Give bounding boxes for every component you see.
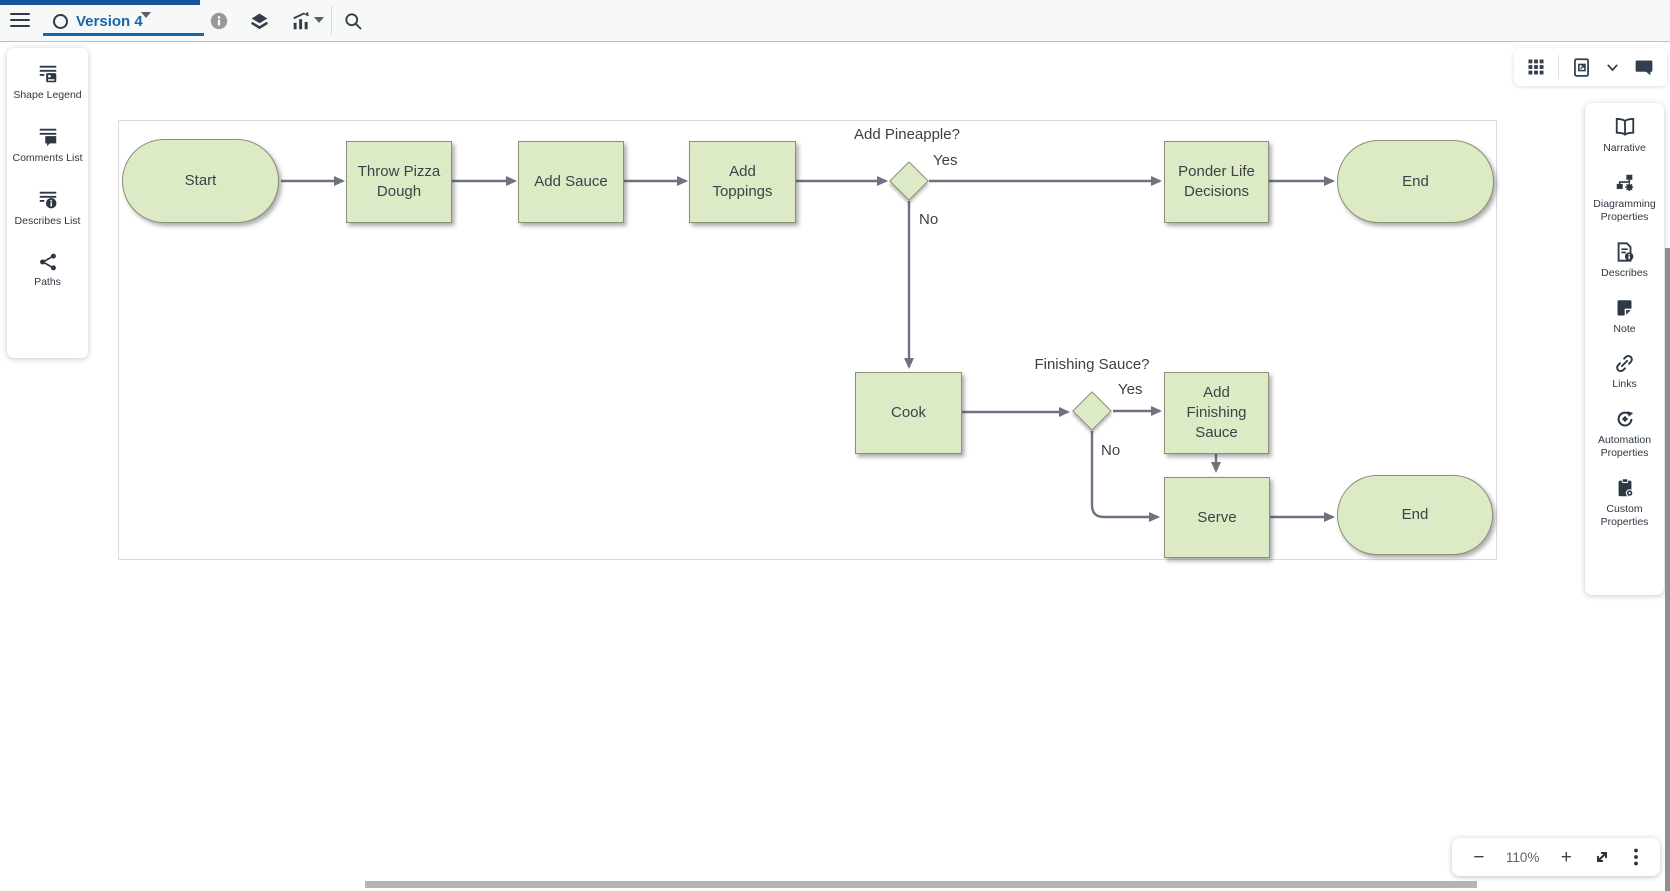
- hamburger-menu-icon[interactable]: [10, 13, 30, 28]
- node-add-toppings[interactable]: Add Toppings: [689, 141, 796, 223]
- clipboard-gear-icon: [1614, 477, 1636, 499]
- file-info-icon: [1614, 241, 1636, 263]
- zoom-out-button[interactable]: −: [1473, 846, 1485, 868]
- diagram-canvas[interactable]: [118, 120, 1497, 560]
- links-label: Links: [1612, 377, 1637, 390]
- toolbar-divider: [331, 6, 332, 35]
- node-end-top[interactable]: End: [1337, 140, 1494, 223]
- edge-label-pineapple-no: No: [919, 211, 939, 228]
- chevron-down-icon[interactable]: [1604, 59, 1621, 76]
- node-add-sauce[interactable]: Add Sauce: [518, 141, 624, 223]
- left-tools-panel: Shape Legend Comments List Describes Lis…: [7, 48, 88, 358]
- node-serve[interactable]: Serve: [1164, 477, 1270, 558]
- topright-toolbar: [1514, 48, 1667, 86]
- node-throw-pizza-dough[interactable]: Throw Pizza Dough: [346, 141, 452, 223]
- fit-screen-icon[interactable]: [1593, 848, 1611, 866]
- decision-label-finishing-sauce: Finishing Sauce?: [1034, 356, 1150, 373]
- diagramming-properties-button[interactable]: Diagramming Properties: [1585, 172, 1664, 224]
- narrative-button[interactable]: Narrative: [1585, 116, 1664, 155]
- comments-list-icon: [37, 126, 59, 148]
- version-tab-underline: [43, 33, 204, 36]
- zoom-in-button[interactable]: +: [1560, 846, 1572, 868]
- grid-icon[interactable]: [1526, 57, 1546, 77]
- links-button[interactable]: Links: [1585, 353, 1664, 391]
- node-start[interactable]: Start: [122, 139, 279, 223]
- right-properties-panel: Narrative Diagramming Properties Describ…: [1585, 103, 1664, 595]
- automation-properties-button[interactable]: Automation Properties: [1585, 408, 1664, 460]
- shape-legend-label: Shape Legend: [13, 89, 82, 101]
- node-end-bottom[interactable]: End: [1337, 475, 1493, 555]
- layers-icon[interactable]: [248, 10, 270, 32]
- shape-legend-button[interactable]: Shape Legend: [7, 63, 88, 102]
- describes-list-icon: [37, 189, 59, 211]
- paths-icon: [38, 252, 58, 272]
- note-icon: [1614, 298, 1635, 319]
- zoom-controls: − 110% +: [1452, 838, 1660, 876]
- topright-divider: [1558, 55, 1559, 79]
- top-toolbar: Version 4: [0, 0, 1670, 42]
- decision-label-add-pineapple: Add Pineapple?: [854, 126, 960, 143]
- describes-list-button[interactable]: Describes List: [7, 189, 88, 228]
- link-icon: [1614, 353, 1635, 374]
- hierarchy-gear-icon: [1614, 172, 1636, 194]
- zoom-level: 110%: [1505, 849, 1540, 865]
- paths-label: Paths: [34, 276, 61, 289]
- diagramming-properties-label: Diagramming Properties: [1593, 198, 1656, 224]
- custom-properties-label: Custom Properties: [1600, 503, 1649, 529]
- describes-list-label: Describes List: [14, 215, 81, 228]
- edge-label-finishing-yes: Yes: [1118, 381, 1143, 398]
- describes-button[interactable]: Describes: [1585, 241, 1664, 280]
- note-label: Note: [1613, 322, 1636, 335]
- node-cook[interactable]: Cook: [855, 372, 962, 454]
- note-button[interactable]: Note: [1585, 298, 1664, 336]
- horizontal-scrollbar[interactable]: [365, 881, 1477, 888]
- book-icon: [1614, 116, 1636, 138]
- edge-label-finishing-no: No: [1101, 442, 1121, 459]
- version-caret-icon[interactable]: [141, 12, 151, 18]
- version-circle-icon: [53, 13, 68, 29]
- automation-gear-icon: [1614, 408, 1636, 430]
- chart-caret-icon[interactable]: [314, 17, 324, 23]
- version-label: Version 4: [76, 12, 143, 30]
- top-accent-bar: [0, 0, 200, 5]
- custom-properties-button[interactable]: Custom Properties: [1585, 477, 1664, 529]
- search-icon[interactable]: [342, 10, 364, 32]
- comments-list-label: Comments List: [12, 152, 83, 165]
- document-export-icon[interactable]: [1571, 57, 1592, 78]
- describes-label: Describes: [1601, 267, 1648, 280]
- node-ponder-life-decisions[interactable]: Ponder Life Decisions: [1164, 141, 1269, 223]
- edge-label-pineapple-yes: Yes: [933, 152, 958, 169]
- automation-properties-label: Automation Properties: [1597, 433, 1652, 459]
- paths-button[interactable]: Paths: [7, 252, 88, 289]
- vertical-scrollbar[interactable]: [1665, 248, 1670, 891]
- narrative-label: Narrative: [1603, 142, 1646, 154]
- node-add-finishing-sauce[interactable]: Add Finishing Sauce: [1164, 372, 1269, 454]
- comments-list-button[interactable]: Comments List: [7, 126, 88, 165]
- version-selector[interactable]: Version 4: [43, 6, 205, 36]
- info-icon[interactable]: [208, 10, 230, 32]
- chat-icon[interactable]: [1633, 56, 1655, 78]
- shape-legend-icon: [37, 63, 59, 85]
- chart-trend-icon[interactable]: [290, 10, 312, 32]
- more-options-icon[interactable]: [1633, 847, 1639, 867]
